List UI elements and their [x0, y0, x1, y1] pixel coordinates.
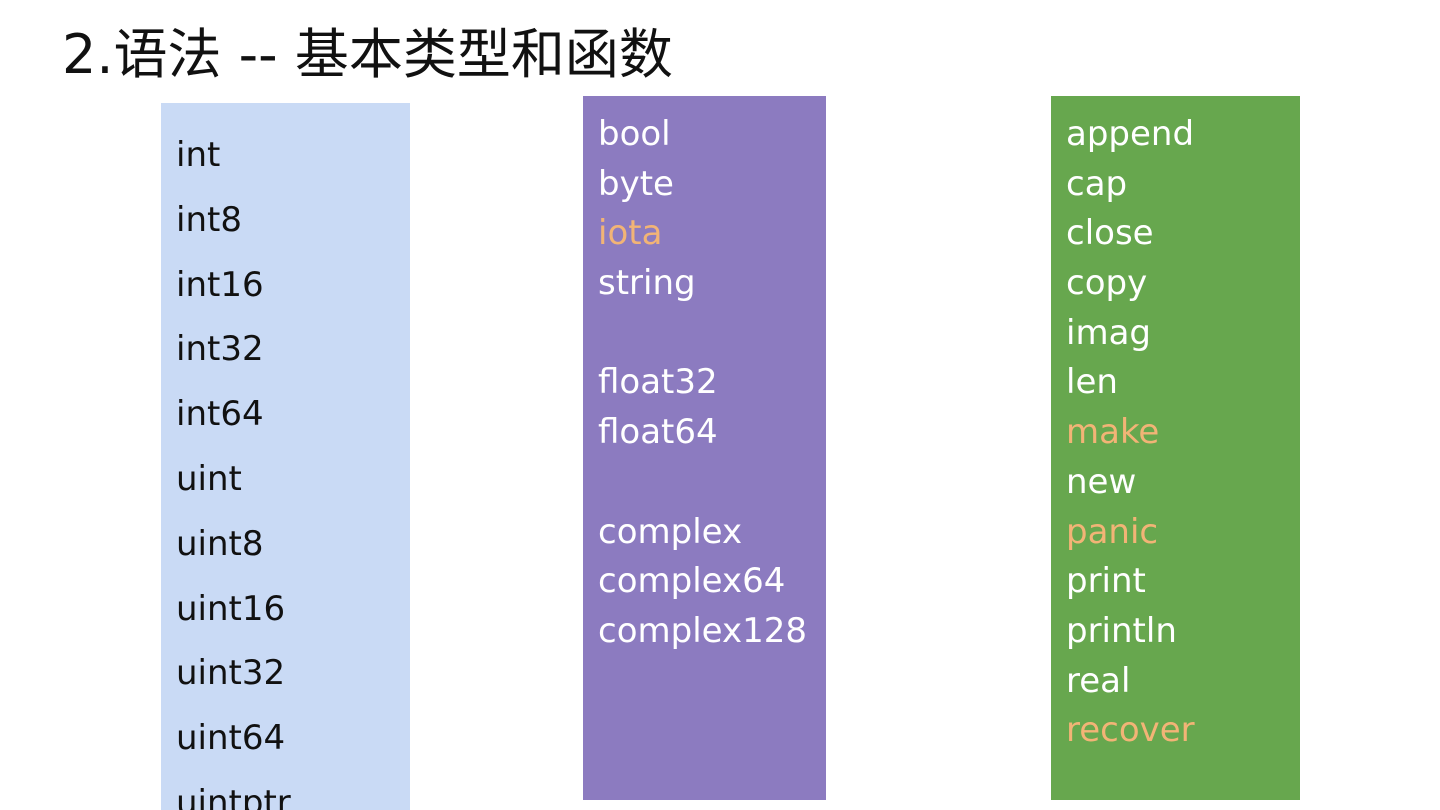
list-item: cap — [1066, 163, 1128, 204]
list-item: int32 — [176, 329, 264, 370]
list-item: copy — [1066, 263, 1148, 304]
list-item-highlighted: recover — [1066, 710, 1195, 751]
list-item: complex — [598, 511, 743, 552]
list-item: new — [1066, 461, 1137, 502]
list-item: int8 — [176, 199, 242, 240]
list-item: int64 — [176, 394, 264, 435]
list-item-highlighted: iota — [598, 213, 663, 254]
integer-types-column: int int8 int16 int32 int64 uint uint8 ui… — [161, 103, 410, 810]
list-item: float64 — [598, 412, 718, 453]
list-item: imag — [1066, 312, 1151, 353]
list-item: bool — [598, 114, 671, 154]
builtin-functions-column: append cap close copy imag len make new … — [1051, 96, 1300, 800]
slide-title: 2.语法 -- 基本类型和函数 — [62, 23, 673, 86]
list-item-highlighted: panic — [1066, 511, 1159, 552]
list-item: close — [1066, 213, 1154, 254]
other-types-column: bool byte iota string float32 float64 co… — [583, 96, 826, 800]
list-item: uint64 — [176, 718, 286, 759]
list-item: len — [1066, 362, 1118, 403]
list-item: uint16 — [176, 588, 286, 629]
list-item: int — [176, 135, 221, 175]
list-item-highlighted: make — [1066, 412, 1160, 453]
list-item: println — [1066, 610, 1177, 651]
list-item: byte — [598, 163, 674, 204]
list-spacer — [598, 458, 826, 508]
list-item: float32 — [598, 362, 718, 403]
list-item: uint — [176, 458, 242, 499]
list-item: real — [1066, 660, 1131, 701]
list-item: complex128 — [598, 610, 807, 651]
list-item: uintptr — [176, 782, 291, 810]
list-item: complex64 — [598, 561, 786, 602]
list-spacer — [598, 309, 826, 359]
list-item: uint32 — [176, 653, 286, 694]
list-item: uint8 — [176, 523, 264, 564]
list-item: int16 — [176, 264, 264, 305]
list-item: append — [1066, 114, 1195, 154]
list-item: string — [598, 263, 696, 304]
list-item: print — [1066, 561, 1146, 602]
